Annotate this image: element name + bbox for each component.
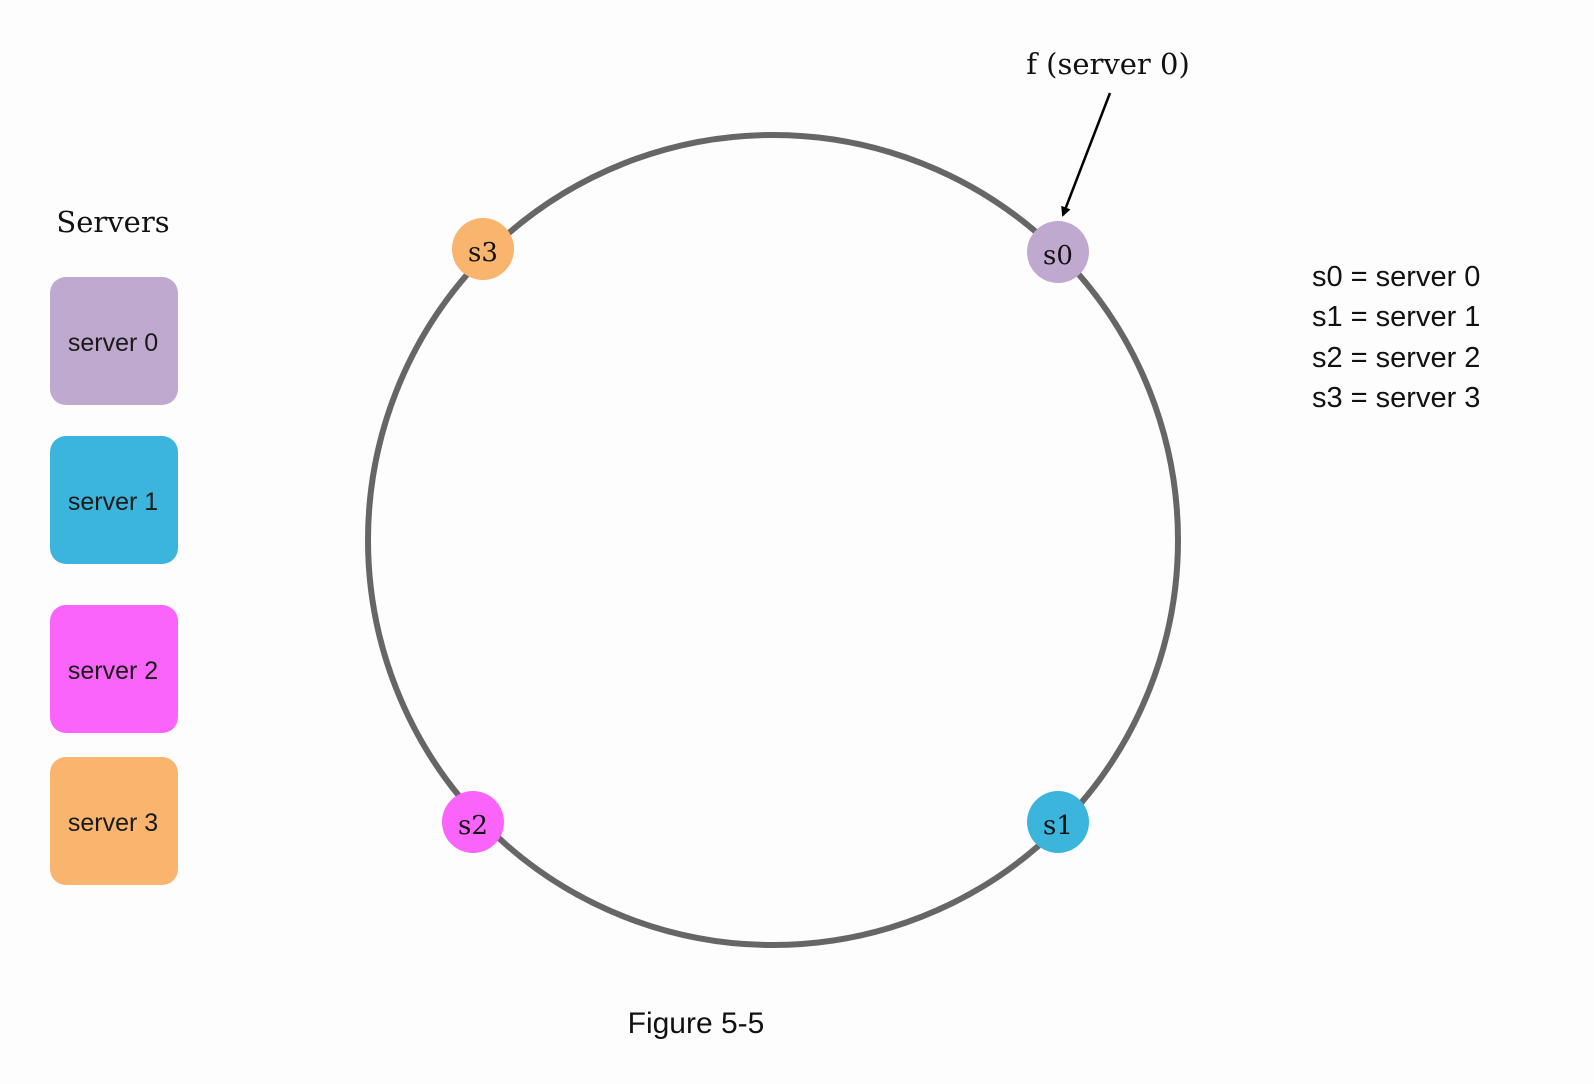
key-item: s1 = server 1 xyxy=(1312,301,1480,333)
ring-node-s3: s3 xyxy=(452,218,514,280)
server-box-label: server 3 xyxy=(68,809,158,837)
svg-text:s1: s1 xyxy=(1043,811,1073,841)
svg-text:s0: s0 xyxy=(1043,241,1073,271)
server-box-label: server 1 xyxy=(68,488,158,516)
server-box-2: server 2 xyxy=(50,605,178,733)
key-legend: s0 = server 0 s1 = server 1 s2 = server … xyxy=(1312,261,1480,414)
hash-ring xyxy=(365,132,1181,948)
server-box-label: server 0 xyxy=(68,329,158,357)
hash-annotation: f (server 0) xyxy=(1026,47,1190,81)
key-item: s2 = server 2 xyxy=(1312,342,1480,374)
ring-node-s0: s0 xyxy=(1027,221,1089,283)
server-box-3: server 3 xyxy=(50,757,178,885)
key-item: s0 = server 0 xyxy=(1312,261,1480,293)
server-box-0: server 0 xyxy=(50,277,178,405)
ring-node-s2: s2 xyxy=(442,791,504,853)
figure-caption: Figure 5-5 xyxy=(628,1007,765,1040)
ring-node-s1: s1 xyxy=(1027,791,1089,853)
key-item: s3 = server 3 xyxy=(1312,382,1480,414)
legend-title: Servers xyxy=(56,205,169,239)
svg-text:s2: s2 xyxy=(458,811,488,841)
annotation-arrow xyxy=(1061,92,1112,217)
server-box-label: server 2 xyxy=(68,657,158,685)
svg-text:s3: s3 xyxy=(468,238,498,268)
server-box-1: server 1 xyxy=(50,436,178,564)
